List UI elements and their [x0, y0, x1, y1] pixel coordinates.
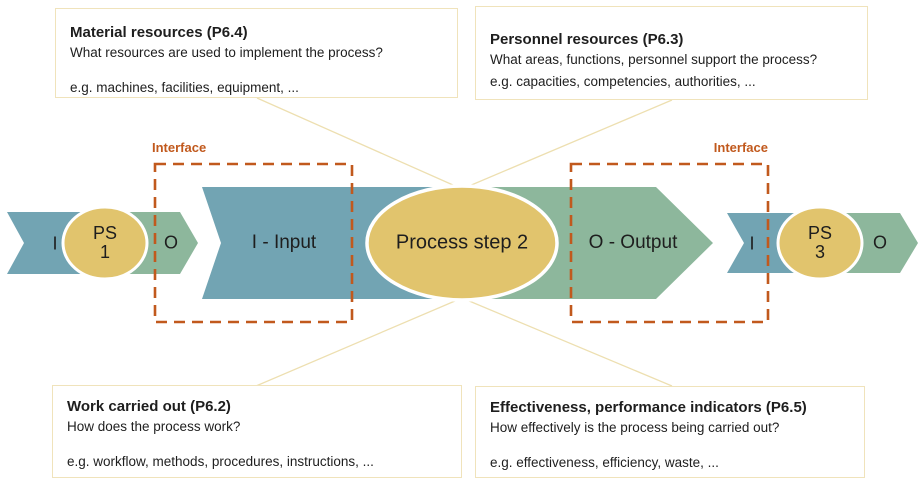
box-example: e.g. machines, facilities, equipment, ..… — [70, 79, 299, 95]
personnel-resources-box: Personnel resources (P6.3) What areas, f… — [475, 6, 868, 100]
connector-material — [256, 97, 463, 190]
box-title: Material resources (P6.4) — [70, 24, 248, 41]
interface-label-right: Interface — [713, 140, 768, 155]
right-feeder-output-letter: O — [872, 232, 888, 253]
left-feeder-input-letter: I — [52, 233, 58, 254]
right-feeder-input-letter: I — [749, 233, 755, 254]
box-question: How does the process work? — [67, 419, 241, 434]
process-step-2-ellipse — [365, 184, 559, 302]
work-carried-out-box: Work carried out (P6.2) How does the pro… — [52, 385, 462, 478]
box-title: Work carried out (P6.2) — [67, 398, 231, 415]
output-arrow-label: O - Output — [588, 232, 678, 254]
ps1-ellipse — [61, 205, 149, 281]
input-arrow-label: I - Input — [251, 232, 317, 254]
process-step-2-label: Process step 2 — [395, 231, 529, 254]
ps3-line2: 3 — [814, 242, 826, 262]
interface-label-left: Interface — [152, 140, 207, 155]
box-example: e.g. capacities, competencies, authoriti… — [490, 73, 756, 89]
ps3-ellipse — [776, 205, 864, 281]
ps3-line1: PS — [807, 223, 833, 244]
material-resources-box: Material resources (P6.4) What resources… — [55, 8, 458, 98]
box-example: e.g. effectiveness, efficiency, waste, .… — [490, 454, 719, 470]
box-example: e.g. workflow, methods, procedures, inst… — [67, 453, 374, 469]
box-title: Personnel resources (P6.3) — [490, 31, 684, 48]
interface-frame-right — [569, 162, 770, 324]
box-question: What resources are used to implement the… — [70, 45, 383, 60]
interface-frame-left — [153, 162, 354, 324]
effectiveness-indicators-box: Effectiveness, performance indicators (P… — [475, 386, 865, 478]
ps1-line2: 1 — [99, 242, 111, 262]
connector-effectiveness — [461, 297, 673, 387]
box-question: What areas, functions, personnel support… — [490, 52, 818, 67]
ps3-label: PS 3 — [808, 224, 832, 262]
connector-personnel — [461, 99, 673, 190]
box-title: Effectiveness, performance indicators (P… — [490, 399, 807, 416]
left-feeder-output-letter: O — [163, 232, 179, 253]
box-question: How effectively is the process being car… — [490, 420, 780, 435]
ps1-line1: PS — [92, 223, 118, 244]
connector-work — [255, 297, 463, 387]
ps1-label: PS 1 — [93, 224, 117, 262]
